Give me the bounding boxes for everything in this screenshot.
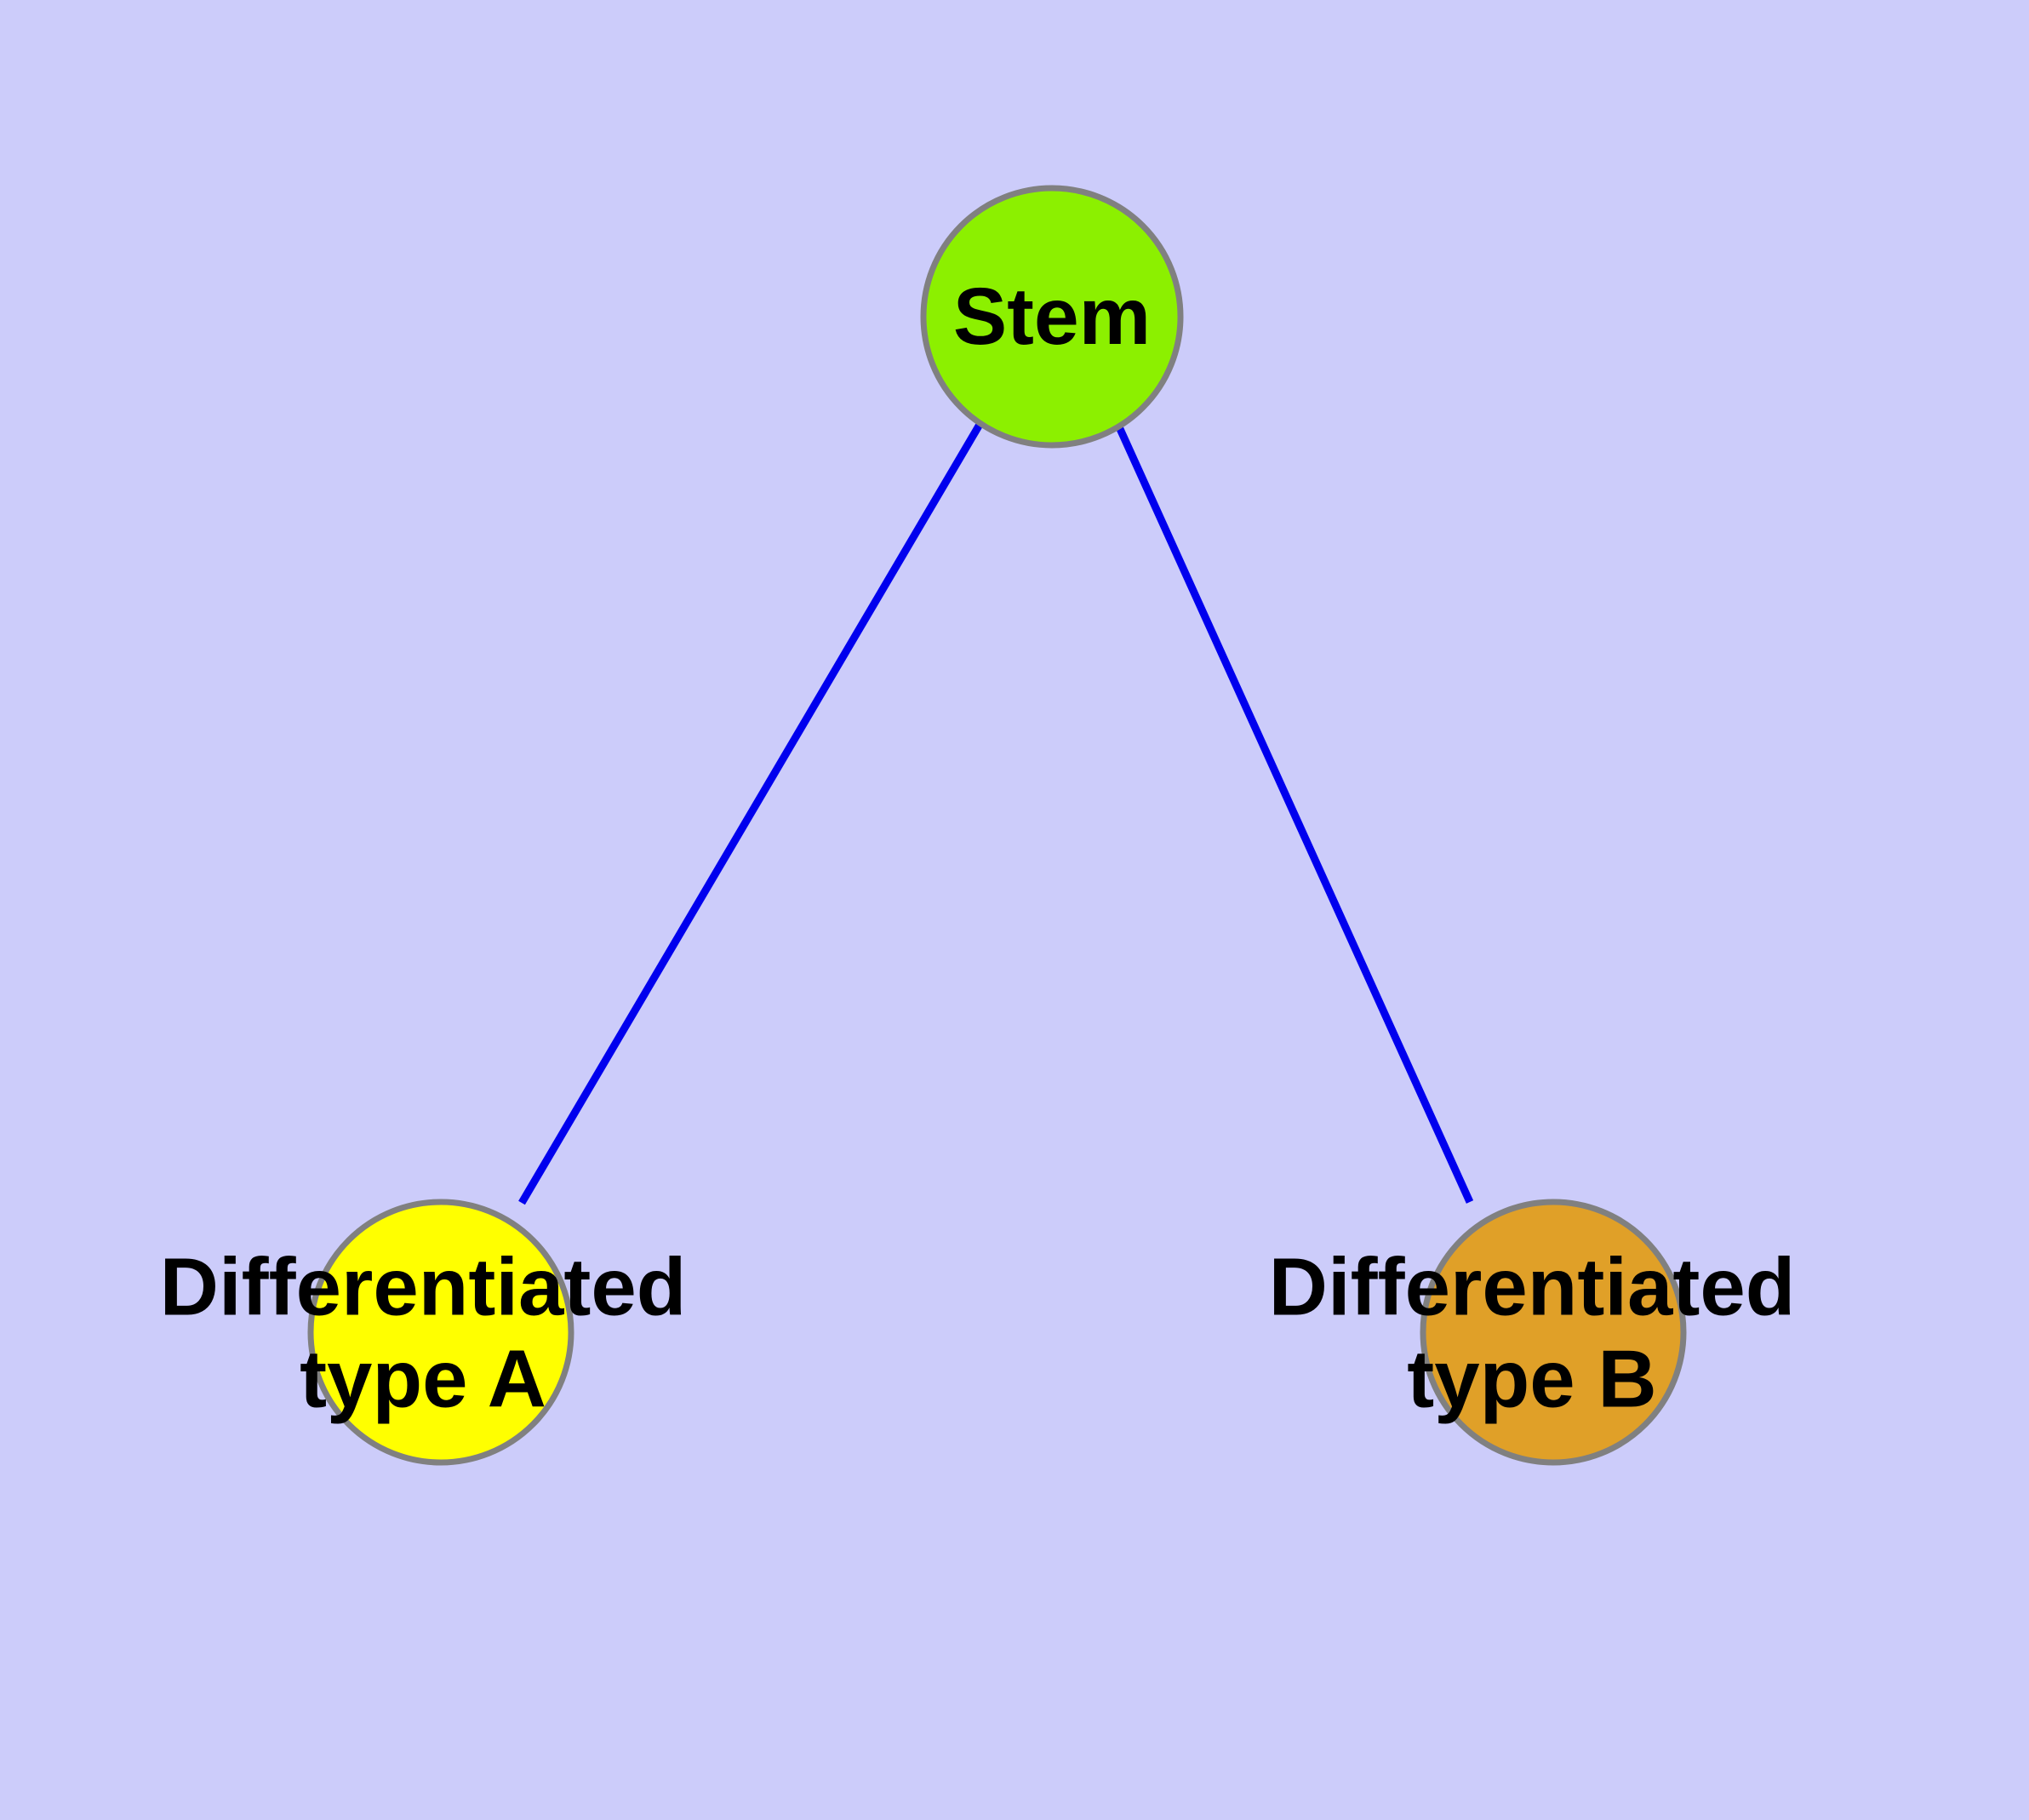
node-diff_b[interactable]: [1423, 1202, 1683, 1462]
nodes-group: [307, 185, 1687, 1466]
node-circle-diff_a[interactable]: [307, 1199, 574, 1466]
edges-group: [518, 420, 1474, 1205]
node-diff_a[interactable]: [311, 1202, 571, 1462]
node-stem[interactable]: [923, 188, 1180, 445]
node-circle-stem[interactable]: [920, 185, 1184, 449]
edge-stem-to-diff_a: [518, 421, 984, 1205]
edge-stem-to-diff_b: [1112, 420, 1474, 1204]
node-circle-diff_b[interactable]: [1420, 1199, 1687, 1466]
